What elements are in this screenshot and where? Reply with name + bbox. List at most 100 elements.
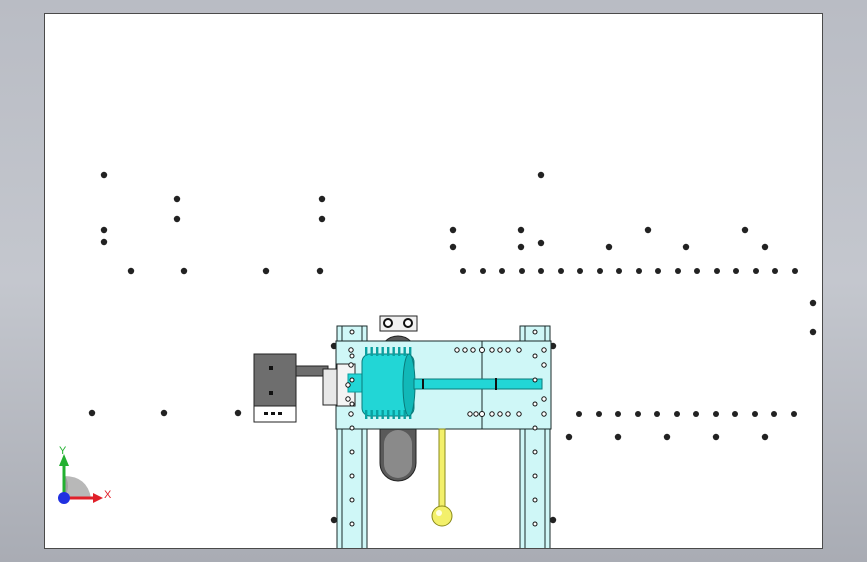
- hole: [180, 267, 188, 275]
- hole: [480, 268, 486, 274]
- hole: [733, 268, 739, 274]
- hole: [615, 411, 621, 417]
- hole: [614, 433, 622, 441]
- hole: [663, 433, 671, 441]
- hole: [449, 243, 457, 251]
- hole: [577, 268, 583, 274]
- drum-tooth: [365, 410, 368, 419]
- drum-tooth: [398, 410, 401, 419]
- hole: [752, 411, 758, 417]
- triad-fan: [64, 476, 91, 498]
- hole: [349, 353, 355, 359]
- hole: [713, 411, 719, 417]
- drum-tooth: [392, 347, 395, 356]
- hole: [349, 425, 355, 431]
- cad-scene[interactable]: Y X: [45, 14, 823, 549]
- hole: [576, 411, 582, 417]
- hole: [454, 347, 460, 353]
- hole: [100, 238, 108, 246]
- hole: [100, 226, 108, 234]
- hole: [460, 268, 466, 274]
- hole: [791, 411, 797, 417]
- connector-pin-3: [278, 412, 282, 415]
- hole: [330, 516, 338, 524]
- housing-screw-2: [269, 391, 273, 395]
- hole: [753, 268, 759, 274]
- coupling-cyan: [347, 373, 363, 393]
- drum-tooth: [387, 347, 390, 356]
- hole: [349, 521, 355, 527]
- hole: [538, 268, 544, 274]
- hole: [674, 411, 680, 417]
- hole: [809, 328, 817, 336]
- hole: [682, 243, 690, 251]
- motor-housing[interactable]: [253, 353, 329, 423]
- hole: [771, 411, 777, 417]
- hole: [605, 243, 613, 251]
- drum-tooth: [387, 410, 390, 419]
- hole: [532, 425, 538, 431]
- drum-tooth: [381, 347, 384, 356]
- hole: [470, 347, 476, 353]
- yellow-lever[interactable]: [431, 428, 453, 527]
- drum-tooth: [403, 347, 406, 356]
- top-bracket[interactable]: [379, 315, 418, 332]
- hole: [479, 411, 485, 417]
- axle[interactable]: [413, 378, 543, 390]
- connector-pin-1: [264, 412, 268, 415]
- top-bracket-hole-right: [403, 318, 413, 328]
- drum-tooth: [403, 410, 406, 419]
- hole: [516, 347, 522, 353]
- drum[interactable]: [361, 347, 416, 419]
- hole: [636, 268, 642, 274]
- hole: [316, 267, 324, 275]
- hole: [532, 353, 538, 359]
- hole: [349, 377, 355, 383]
- hole: [537, 171, 545, 179]
- drum-tooth: [381, 410, 384, 419]
- hole: [173, 195, 181, 203]
- hole: [532, 473, 538, 479]
- hole: [318, 215, 326, 223]
- rail-holes: [349, 329, 538, 527]
- hole: [565, 433, 573, 441]
- drum-tooth: [392, 410, 395, 419]
- drum-face: [402, 353, 416, 417]
- hole: [597, 268, 603, 274]
- triad-y-arrow: [59, 454, 69, 466]
- drum-tooth: [370, 347, 373, 356]
- hole: [772, 268, 778, 274]
- hole: [732, 411, 738, 417]
- hole: [349, 401, 355, 407]
- hole: [532, 401, 538, 407]
- hole: [517, 243, 525, 251]
- hole: [349, 449, 355, 455]
- hole: [348, 362, 354, 368]
- hole-pattern: [88, 171, 817, 524]
- hole: [549, 516, 557, 524]
- hole: [541, 396, 547, 402]
- triad-x-arrow: [93, 493, 103, 503]
- hole: [348, 347, 354, 353]
- hole: [761, 243, 769, 251]
- graphics-viewport[interactable]: Y X: [44, 13, 823, 549]
- hole: [541, 411, 547, 417]
- hole: [532, 377, 538, 383]
- hole: [809, 299, 817, 307]
- hole: [761, 433, 769, 441]
- hole: [88, 409, 96, 417]
- hole: [532, 329, 538, 335]
- drum-tooth: [376, 410, 379, 419]
- hole: [127, 267, 135, 275]
- coupling-block-a: [322, 368, 338, 406]
- hole: [655, 268, 661, 274]
- hole: [792, 268, 798, 274]
- triad-y-label: Y: [59, 445, 67, 457]
- hole: [694, 268, 700, 274]
- hole: [473, 411, 479, 417]
- hole: [173, 215, 181, 223]
- hole: [532, 449, 538, 455]
- hole: [541, 347, 547, 353]
- hole: [541, 362, 547, 368]
- hole: [349, 329, 355, 335]
